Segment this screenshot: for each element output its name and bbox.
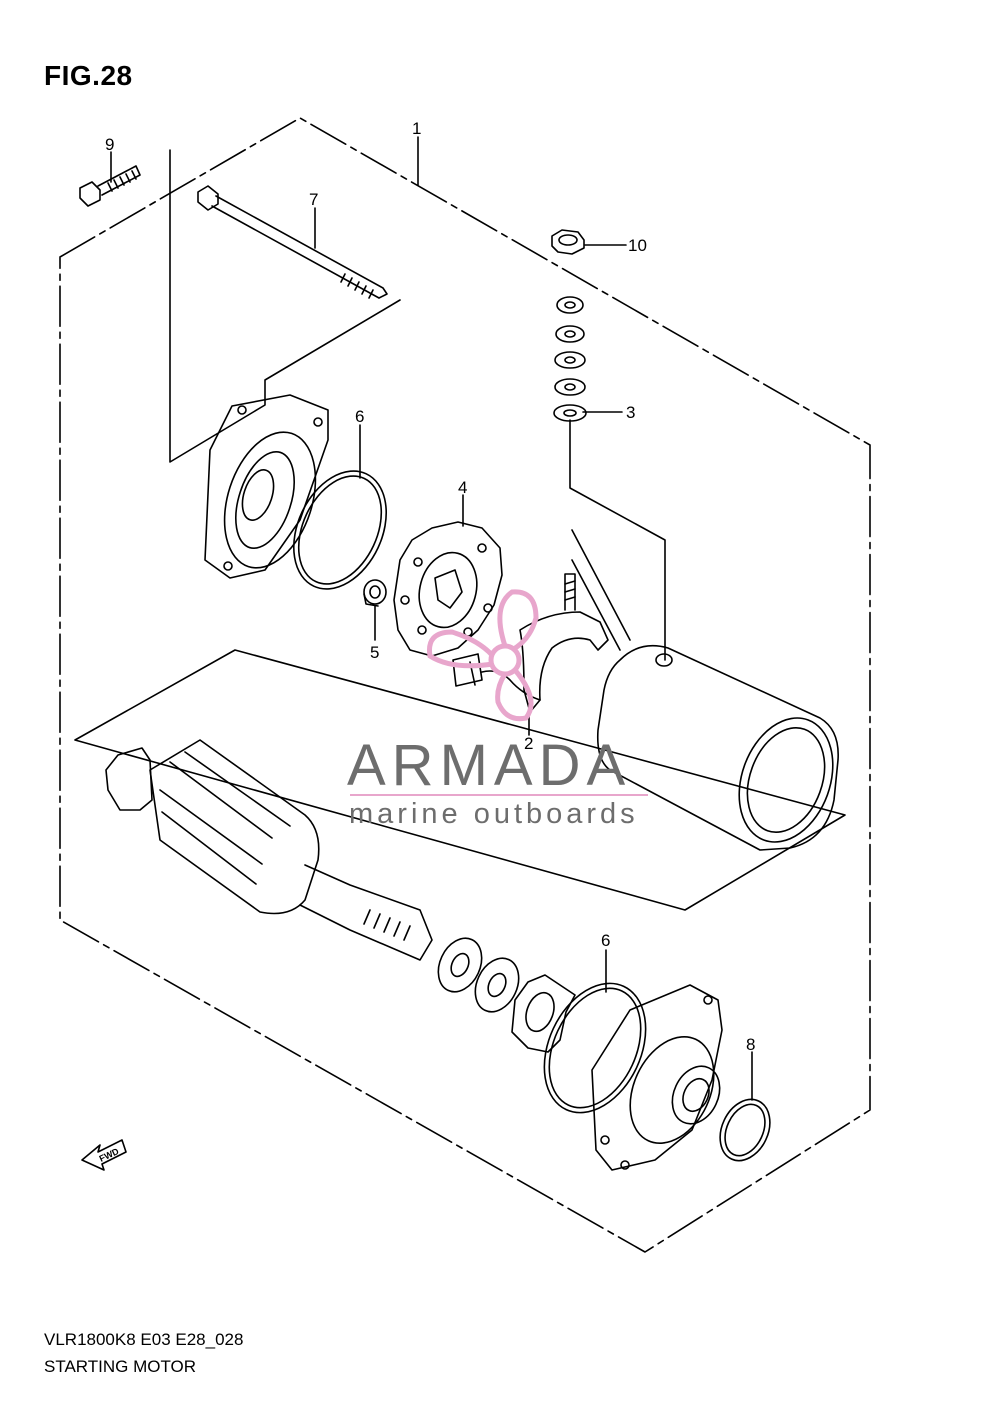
callout-3: 3 xyxy=(626,403,635,422)
figure-title: FIG.28 xyxy=(44,60,133,91)
brush-holder-plate-part-4 xyxy=(393,521,503,657)
o-ring-part-8 xyxy=(719,1098,771,1162)
callout-10: 10 xyxy=(628,236,647,255)
watermark-propeller-logo xyxy=(426,589,539,722)
section-name: STARTING MOTOR xyxy=(44,1357,197,1376)
washer-stack-part-3 xyxy=(553,296,587,422)
rear-end-cover xyxy=(204,394,329,579)
front-end-cover xyxy=(591,984,723,1171)
watermark: ARMADA marine outboards xyxy=(347,589,648,830)
armature xyxy=(105,739,433,961)
inner-frame-right xyxy=(569,419,666,661)
callout-7: 7 xyxy=(309,190,318,209)
model-code: VLR1800K8 E03 E28_028 xyxy=(44,1330,244,1349)
bolt-part-9 xyxy=(79,165,141,207)
o-ring-part-6-upper xyxy=(292,470,388,590)
fwd-direction-marker: FWD xyxy=(81,1139,127,1171)
thrust-washers xyxy=(437,937,576,1053)
inner-frame-left xyxy=(169,149,401,463)
yoke-frame xyxy=(74,649,846,911)
callout-1: 1 xyxy=(412,119,421,138)
yoke-housing xyxy=(571,529,839,851)
long-bolt-part-7 xyxy=(197,185,388,299)
callout-6-upper: 6 xyxy=(355,407,364,426)
callout-9: 9 xyxy=(105,135,114,154)
callout-2: 2 xyxy=(524,734,533,753)
assembly-boundary xyxy=(59,117,871,1253)
leader-lines xyxy=(110,136,753,1101)
o-ring-part-6-lower xyxy=(543,982,647,1114)
bearing-part-5 xyxy=(363,579,387,607)
callout-4: 4 xyxy=(458,478,467,497)
watermark-brand: ARMADA xyxy=(347,733,631,798)
callout-5: 5 xyxy=(370,643,379,662)
callout-6-lower: 6 xyxy=(601,931,610,950)
callout-8: 8 xyxy=(746,1035,755,1054)
watermark-tagline: marine outboards xyxy=(349,798,639,830)
nut-part-10 xyxy=(551,229,585,255)
